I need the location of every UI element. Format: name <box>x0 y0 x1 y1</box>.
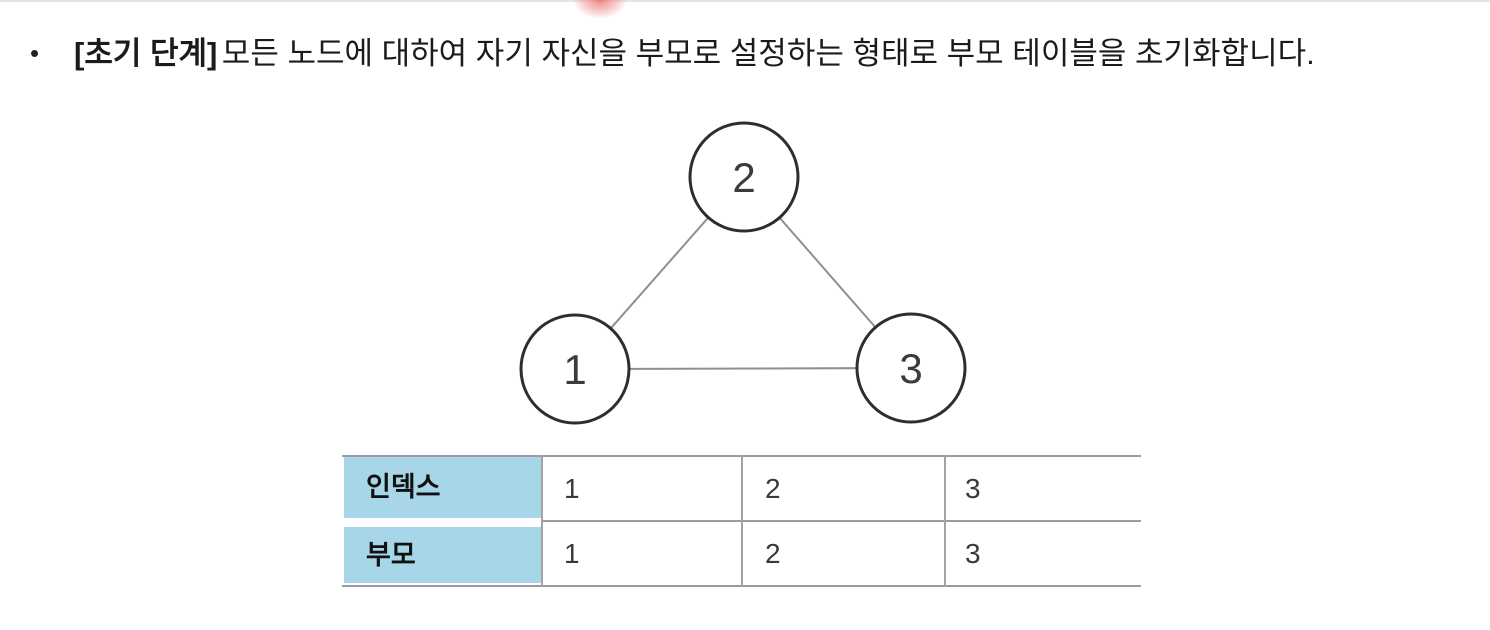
bullet-item: • [초기 단계] 모든 노드에 대하여 자기 자신을 부모로 설정하는 형태로… <box>30 35 1315 73</box>
table-cell-index-3: 3 <box>965 473 981 504</box>
graph-edge-1-3 <box>574 367 912 370</box>
table-header-parent: 부모 <box>344 527 541 583</box>
graph-node-1 <box>519 313 631 425</box>
bullet-text: 모든 노드에 대하여 자기 자신을 부모로 설정하는 형태로 부모 테이블을 초… <box>221 36 1315 71</box>
table-border-col2 <box>741 455 743 587</box>
graph-node-1-label: 1 <box>563 346 586 393</box>
table-cell-parent-1: 1 <box>564 538 580 569</box>
table-cell-parent-3: 3 <box>965 538 981 569</box>
table-header-index: 인덱스 <box>344 457 541 518</box>
laser-pointer-dot <box>574 0 626 18</box>
table-cell-index-1: 1 <box>564 473 580 504</box>
table-border-col3 <box>944 455 946 587</box>
parent-table: 인덱스 부모 1 2 3 1 2 3 <box>342 455 1141 587</box>
graph-node-2-label: 2 <box>732 154 755 201</box>
bullet-marker: • <box>30 38 40 68</box>
graph-node-3 <box>855 312 967 424</box>
table-border-middle <box>541 520 1141 522</box>
table-cell-index-2: 2 <box>765 473 781 504</box>
top-edge-artifact <box>0 0 1490 2</box>
graph-node-3-label: 3 <box>899 345 922 392</box>
graph-node-2 <box>688 121 800 233</box>
bullet-sentence: [초기 단계] 모든 노드에 대하여 자기 자신을 부모로 설정하는 형태로 부… <box>74 35 1315 73</box>
bullet-lead-bold: [초기 단계] <box>74 36 218 71</box>
table-cell-parent-2: 2 <box>765 538 781 569</box>
table-border-col1 <box>541 455 543 587</box>
